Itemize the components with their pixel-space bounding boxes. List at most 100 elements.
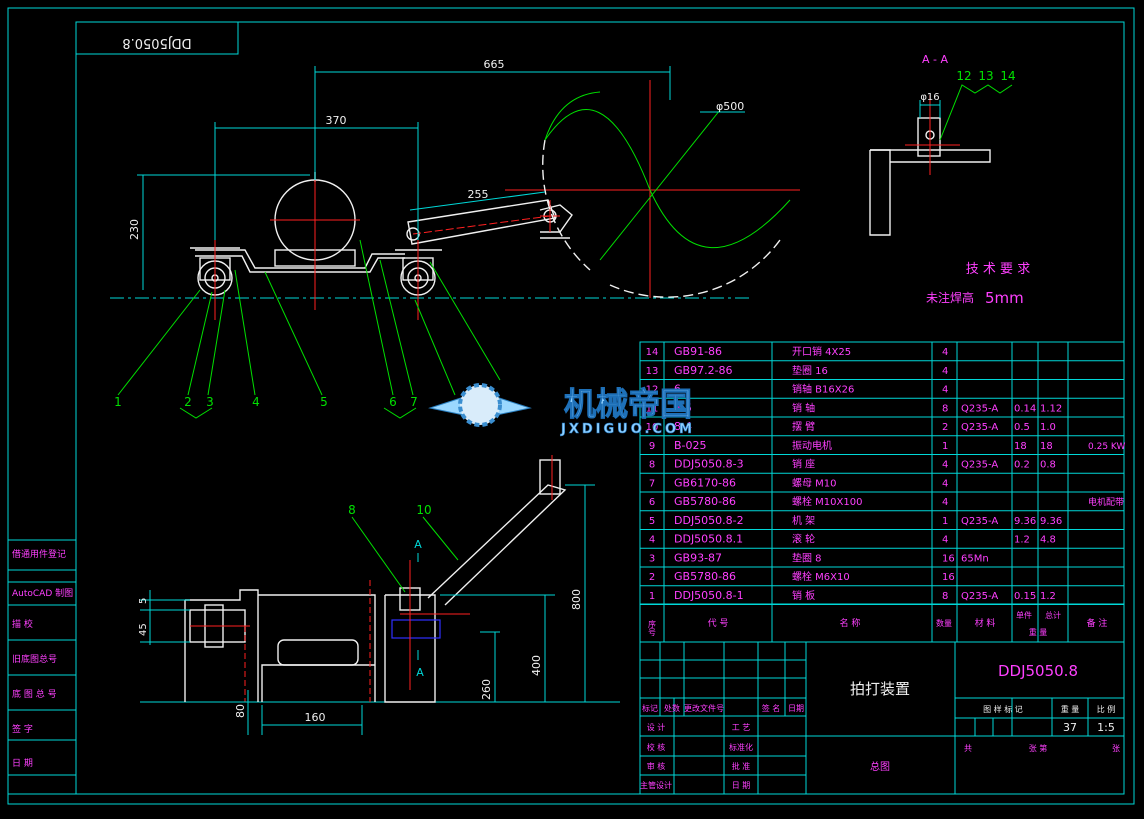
section-callout-14: 14 [1000,69,1015,83]
bom-cell-no: 1 [649,591,655,602]
section-callout-13: 13 [978,69,993,83]
bom-cell-qty: 4 [942,347,948,358]
dim-5: 5 [138,598,149,604]
bom-cell-code: DDJ5050.8.1 [674,533,743,546]
dim-800: 800 [570,589,583,610]
bom-cell-no: 4 [649,535,655,546]
tb-sign: 签 名 [762,703,781,713]
bom-cell-name: 销 轴 [792,401,815,414]
bom-cell-name: 销轴 B16X26 [792,383,854,396]
bom-cell-code: GB5780-86 [674,570,736,583]
bom-cell-no: 2 [649,572,655,583]
bom-cell-no: 10 [646,422,659,433]
bom-cell-name: 螺母 M10 [792,477,837,489]
bom-cell-unit: 18 [1014,441,1027,452]
bom-cell-qty: 2 [942,422,948,433]
bom-cell-qty: 16 [942,553,955,564]
tb-sheet: 张 第 [1029,743,1048,753]
dim-phi500: φ500 [716,100,744,113]
mirrored-number: DDJ5050.8 [122,35,191,50]
bom-cell-no: 9 [649,441,655,452]
left-strip-item-3: 旧底图总号 [12,653,57,665]
bom-cell-name: 机 架 [792,514,815,527]
bom-cell-no: 12 [646,385,659,396]
left-strip-item-1: AutoCAD 制图 [12,587,73,599]
weight-value: 37 [1063,721,1077,734]
bom-cell-name: 销 座 [792,458,815,471]
bom-row: 2 GB5780-86 螺栓 M6X10 16 [649,570,955,583]
bom-cell-qty: 4 [942,478,948,489]
bom-cell-code: B-025 [674,439,707,452]
bom-cell-mat: Q235-A [961,460,998,471]
tb-datelbl: 日 期 [732,781,751,790]
bom-cell-no: 3 [649,553,655,564]
left-strip-item-6: 日 期 [12,758,33,769]
dim-400: 400 [530,655,543,676]
scale-value: 1:5 [1097,721,1115,734]
left-strip-item-5: 签 字 [12,723,33,735]
tb-craft: 工 艺 [732,723,751,732]
tb-date: 日期 [788,704,804,713]
bom-cell-name: 螺栓 M6X10 [792,570,850,583]
bom-cell-no: 14 [646,347,659,358]
bom-grid [639,341,1125,643]
bom-header-qty: 数量 [936,618,952,628]
callout-5: 5 [320,395,328,409]
bom-cell-qty: 1 [942,516,948,527]
bom-cell-unit: 0.15 [1014,591,1036,602]
bom-header-name: 名 称 [840,617,861,629]
left-margin-strip: 借通用件登记 AutoCAD 制图 描 校 旧底图总号 底 图 总 号 签 字 … [7,539,77,795]
callout-10: 10 [416,503,431,517]
drawing-no: DDJ5050.8 [998,662,1078,680]
watermark-en: JXDIGUO.COM [560,422,695,437]
bom-cell-name: 垫圈 16 [792,364,828,377]
bom-cell-code: GB5780-86 [674,495,736,508]
callout-3: 3 [206,395,214,409]
tb-standard: 标准化 [729,742,753,752]
tech-req-value: 5mm [985,289,1024,307]
dim-255: 255 [468,188,489,201]
bom-cell-total: 1.0 [1040,422,1056,433]
bom-cell-unit: 0.14 [1014,403,1036,414]
bom-cell-name: 摆 臂 [792,420,815,433]
bom-cell-total: 1.12 [1040,403,1062,414]
technical-requirements: 技 术 要 求 未注焊高 5mm [926,262,1030,307]
mirrored-number-box: DDJ5050.8 [75,21,239,55]
bom-cell-no: 8 [649,460,655,471]
bom-cell-unit: 0.5 [1014,422,1030,433]
section-title: A - A [922,53,948,66]
bom-cell-qty: 8 [942,591,948,602]
dim-80: 80 [234,704,247,718]
dim-160: 160 [305,711,326,724]
bom-cell-total: 9.36 [1040,516,1062,527]
bom-cell-code: DDJ5050.8-1 [674,589,744,602]
top-callout-leaders: 1 2 3 4 5 6 7 [114,239,501,419]
tb-approve: 批 准 [732,761,751,771]
main-view-dimensions: 665 370 230 255 φ500 [128,58,745,290]
bom-cell-qty: 4 [942,535,948,546]
bom-header-unit: 单件 [1016,610,1032,620]
bom-cell-name: 振动电机 [792,439,832,452]
tb-review: 审 核 [647,761,666,771]
bom-cell-total: 18 [1040,441,1053,452]
dim-665: 665 [484,58,505,71]
bom-cell-qty: 16 [942,572,955,583]
bom-cell-code: GB93-87 [674,551,722,564]
section-marker-bottom: A [416,666,424,679]
tb-sheet-end: 张 [1112,744,1120,753]
bom-cell-unit: 1.2 [1014,535,1030,546]
left-strip-item-0: 借通用件登记 [12,548,66,560]
bom-header-mat: 材 料 [975,617,996,629]
bom-cell-name: 垫圈 8 [792,551,822,564]
